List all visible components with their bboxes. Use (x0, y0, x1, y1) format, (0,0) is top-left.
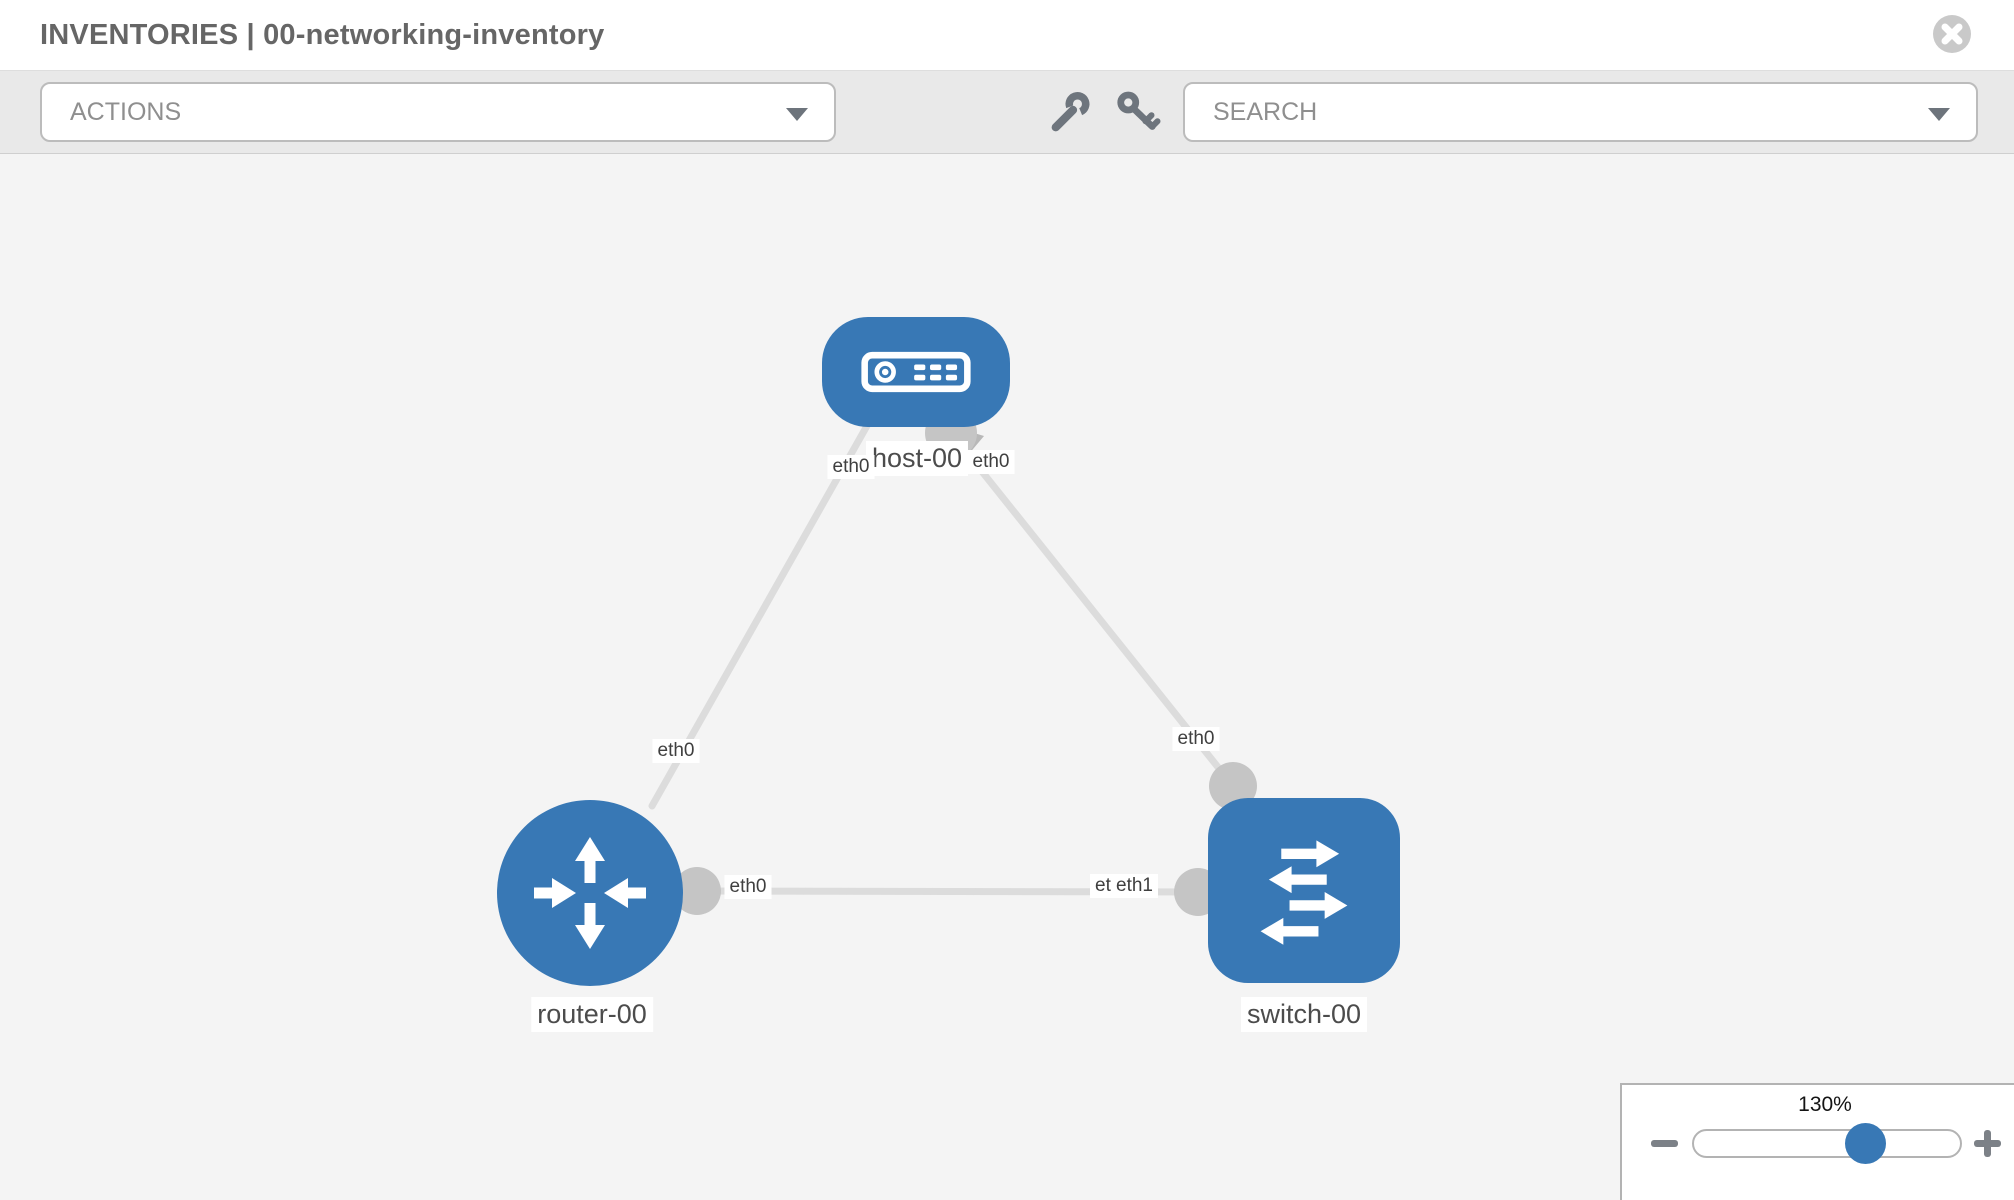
iface-label-host-right: eth0 (967, 450, 1015, 474)
wrench-icon[interactable] (1046, 89, 1094, 137)
node-switch-00[interactable] (1208, 798, 1400, 983)
zoom-control-panel: 130% (1620, 1083, 2014, 1200)
ports (673, 407, 1257, 916)
caret-down-icon (786, 108, 808, 121)
actions-dropdown-label: ACTIONS (70, 98, 182, 126)
actions-dropdown[interactable]: ACTIONS (40, 82, 836, 142)
search-dropdown[interactable]: SEARCH (1183, 82, 1978, 142)
search-placeholder: SEARCH (1213, 98, 1318, 126)
plus-icon-bar (1984, 1130, 1991, 1157)
panel-header: INVENTORIES | 00-networking-inventory (0, 0, 2014, 70)
zoom-slider-handle[interactable] (1845, 1123, 1886, 1164)
node-label-router-00: router-00 (531, 997, 653, 1032)
iface-label-host-left: eth0 (827, 455, 875, 479)
iface-label-router-top: eth0 (652, 739, 700, 763)
toolbar: ACTIONS SEARCH (0, 70, 2014, 154)
node-label-switch-00: switch-00 (1240, 997, 1368, 1032)
links (648, 420, 1237, 896)
iface-label-switch-left-back: eth0 (1090, 874, 1113, 898)
topology-canvas[interactable]: host-00 router-00 switch-00 eth0 eth0 et… (0, 154, 2014, 1200)
iface-label-switch-top: eth0 (1172, 727, 1220, 751)
minus-icon[interactable] (1651, 1140, 1678, 1147)
iface-label-router-right: eth0 (724, 875, 772, 899)
page-title: INVENTORIES | 00-networking-inventory (40, 19, 605, 51)
links-layer (648, 407, 1257, 916)
port-router (673, 867, 721, 915)
caret-down-icon (1928, 108, 1950, 121)
node-router-00[interactable] (497, 800, 683, 986)
close-icon[interactable] (1932, 14, 1972, 54)
switch-icon (1260, 839, 1348, 945)
zoom-slider-track[interactable] (1692, 1129, 1962, 1158)
node-label-host-00: host-00 (865, 441, 969, 476)
zoom-percent: 130% (1798, 1093, 1852, 1116)
plus-icon[interactable] (1974, 1130, 2001, 1157)
key-icon[interactable] (1114, 89, 1162, 137)
router-icon (534, 837, 646, 949)
host-icon (861, 351, 971, 393)
iface-label-switch-left-front: eth1 (1111, 874, 1158, 898)
node-host-00[interactable] (822, 317, 1010, 427)
